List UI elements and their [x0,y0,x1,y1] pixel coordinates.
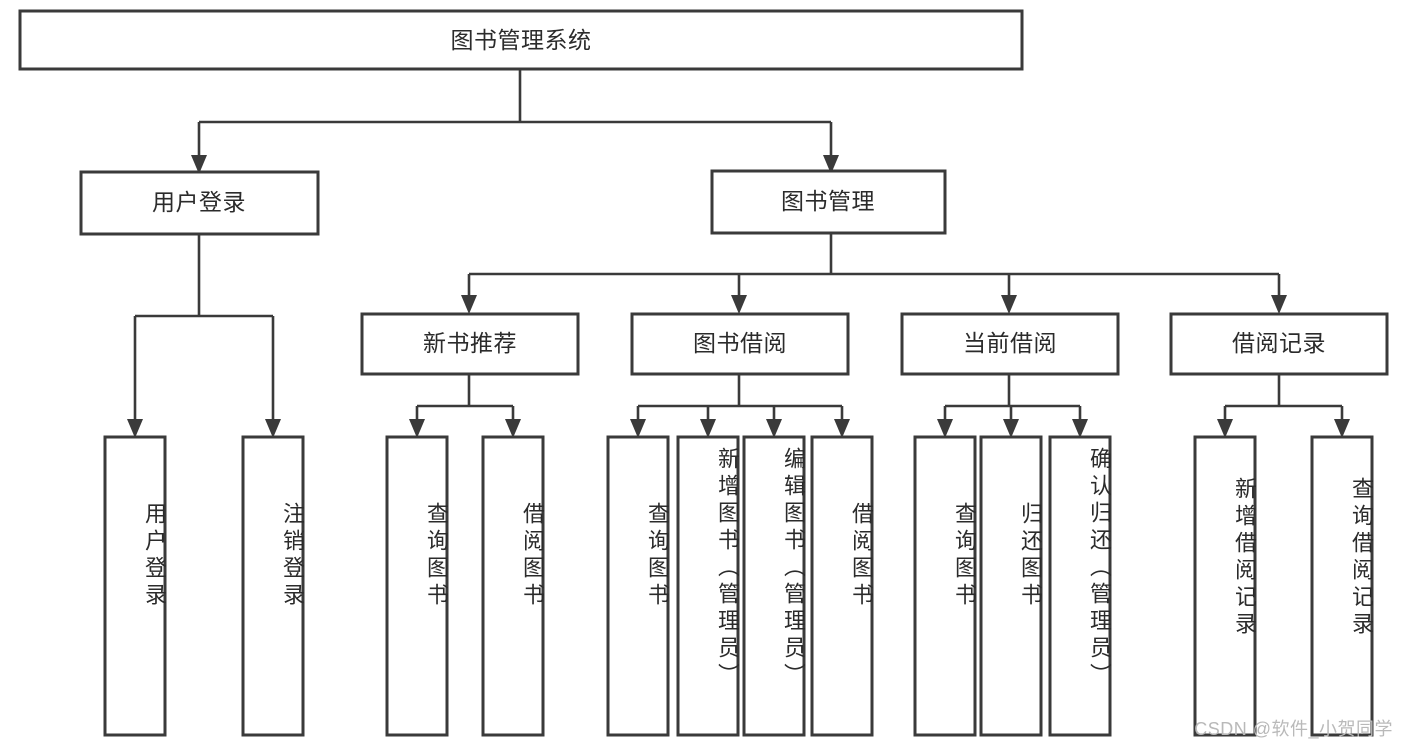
node-layer: 图书管理系统 用户登录 图书管理 新书推荐 图书借阅 当前借阅 借阅记录 [18,9,1389,376]
arrowhead-borrow-record [1271,295,1287,314]
node-borrow-record-label: 借阅记录 [1232,330,1326,356]
leaf-box-br-query[interactable] [1310,435,1374,737]
node-user-login-box[interactable] [79,170,320,236]
node-book-borrow-box[interactable] [630,312,850,376]
leaf-box-bb-borrow[interactable] [810,435,874,737]
arrowhead-current-leaf-3 [1072,419,1088,438]
node-book-management-label: 图书管理 [781,188,875,214]
arrowhead-borrow-leaf-1 [630,419,646,438]
arrowhead-login-leaf-2 [265,419,281,438]
leaf-box-bb-edit[interactable] [742,435,806,737]
arrowhead-borrow-leaf-4 [834,419,850,438]
node-new-book-box[interactable] [360,312,580,376]
leaf-box-bb-add[interactable] [676,435,740,737]
node-current-borrow-box[interactable] [900,312,1120,376]
arrowhead-new-leaf-2 [505,419,521,438]
node-book-management-box[interactable] [710,169,947,235]
arrowhead-login-leaf-1 [127,419,143,438]
node-borrow-record-box[interactable] [1169,312,1389,376]
arrowhead-record-leaf-1 [1217,419,1233,438]
leaf-box-cb-confirm[interactable] [1048,435,1112,737]
arrowhead-bookmgmt [823,155,839,174]
leaf-layer [103,435,1374,737]
node-root-box[interactable] [18,9,1024,71]
watermark-label: CSDN @软件_小贺同学 [1194,719,1393,739]
leaf-box-nb-query[interactable] [385,435,449,737]
leaf-box-cb-query[interactable] [913,435,977,737]
leaf-box-bb-query[interactable] [606,435,670,737]
arrowhead-new-leaf-1 [409,419,425,438]
node-user-login-label: 用户登录 [152,189,246,215]
arrowhead-borrow-leaf-3 [766,419,782,438]
node-current-borrow-label: 当前借阅 [963,330,1057,356]
arrowhead-borrow-leaf-2 [700,419,716,438]
arrowhead-current-leaf-2 [1003,419,1019,438]
node-book-borrow-label: 图书借阅 [693,330,787,356]
node-root-label: 图书管理系统 [451,27,592,53]
leaf-box-cb-return[interactable] [979,435,1043,737]
arrowhead-new-book [461,295,477,314]
leaf-box-logout[interactable] [241,435,305,737]
edge-layer [127,69,1350,438]
arrowhead-current-borrow [1001,295,1017,314]
leaf-box-nb-borrow[interactable] [481,435,545,737]
arrowhead-current-leaf-1 [937,419,953,438]
arrowhead-book-borrow [731,295,747,314]
arrowhead-login [191,155,207,174]
leaf-box-br-add[interactable] [1193,435,1257,737]
leaf-box-user-login[interactable] [103,435,167,737]
node-new-book-label: 新书推荐 [423,330,517,356]
arrowhead-record-leaf-2 [1334,419,1350,438]
